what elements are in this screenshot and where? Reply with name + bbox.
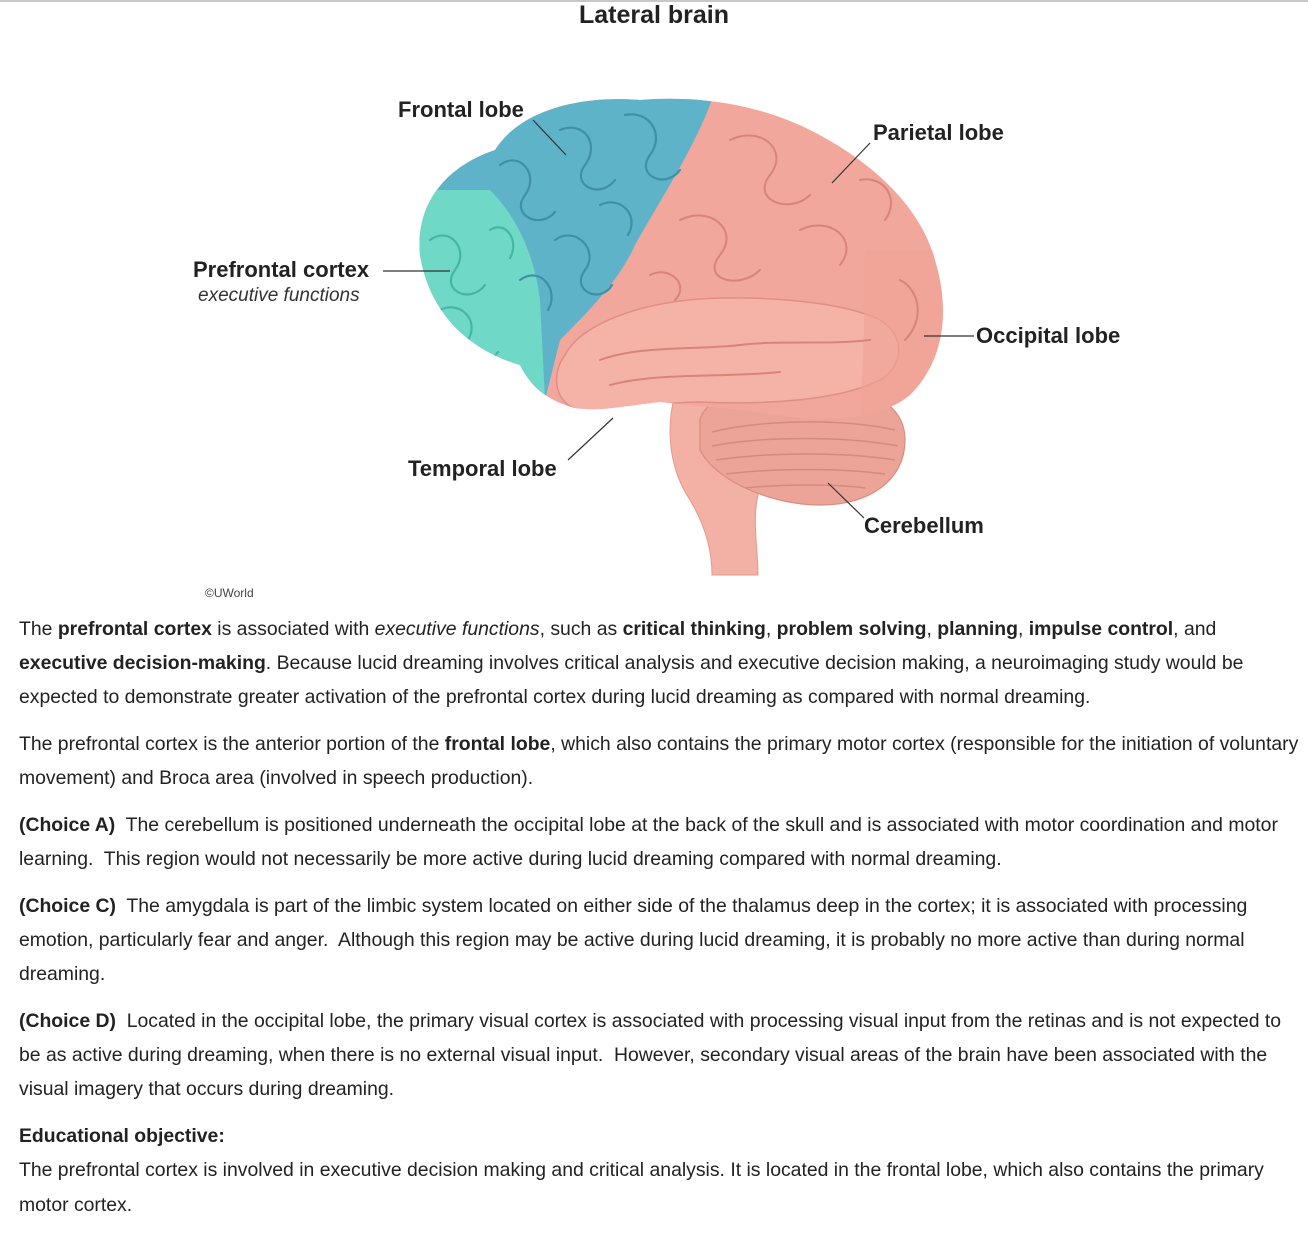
- copyright-notice: ©UWorld: [205, 586, 254, 600]
- label-cerebellum: Cerebellum: [864, 513, 984, 538]
- explanation-section: The prefrontal cortex is associated with…: [19, 612, 1307, 1222]
- choice-d-label: (Choice D): [19, 1010, 116, 1033]
- figure-title: Lateral brain: [578, 1, 730, 29]
- lateral-brain-figure: Lateral brain: [0, 0, 1308, 610]
- paragraph-choice-d: (Choice D) Located in the occipital lobe…: [19, 1010, 1287, 1101]
- paragraph-choice-c: (Choice C) The amygdala is part of the l…: [19, 894, 1253, 986]
- leader-frontal: [532, 119, 567, 156]
- occipital-region: [860, 250, 943, 419]
- leader-temporal: [567, 417, 614, 461]
- label-executive-functions: executive functions: [198, 285, 360, 306]
- label-frontal-lobe: Frontal lobe: [398, 97, 524, 122]
- educational-objective-heading: Educational objective:: [19, 1125, 225, 1148]
- label-occipital-lobe: Occipital lobe: [976, 323, 1121, 348]
- label-prefrontal-cortex: Prefrontal cortex: [193, 257, 370, 282]
- brain-illustration: [383, 98, 974, 576]
- label-temporal-lobe: Temporal lobe: [408, 456, 557, 481]
- top-divider: [0, 0, 1308, 2]
- leader-cerebellum: [827, 482, 865, 519]
- paragraph-prefrontal: The prefrontal cortex is associated with…: [19, 618, 1244, 709]
- educational-objective-text: The prefrontal cortex is involved in exe…: [19, 1159, 1264, 1216]
- paragraph-choice-a: (Choice A) The cerebellum is positioned …: [19, 814, 1284, 871]
- paragraph-frontal-lobe: The prefrontal cortex is the anterior po…: [19, 733, 1299, 790]
- label-parietal-lobe: Parietal lobe: [873, 120, 1004, 145]
- choice-a-label: (Choice A): [19, 814, 116, 837]
- leader-parietal: [831, 142, 871, 184]
- choice-c-label: (Choice C): [19, 894, 116, 917]
